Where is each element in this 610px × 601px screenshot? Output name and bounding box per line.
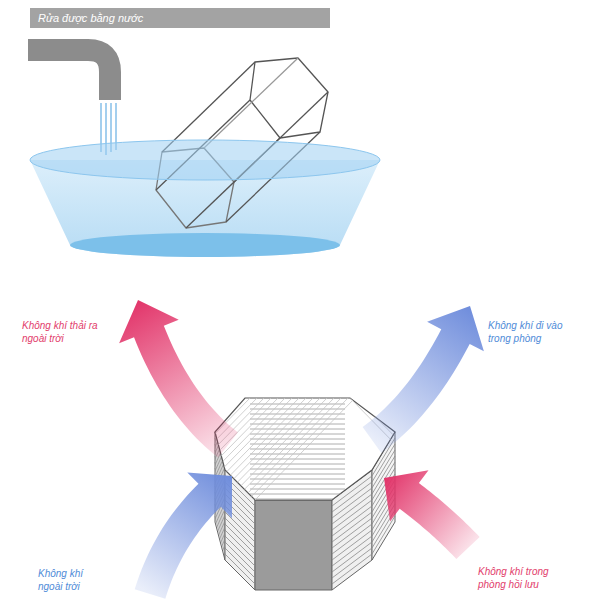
airflow-label: Không khí thải ra ngoài trời (22, 320, 102, 345)
airflow-label: Không khí trong phòng hồi lưu (478, 566, 573, 591)
basin-bottom (70, 233, 340, 257)
airflow-arrow (135, 472, 232, 598)
airflow-arrow (119, 300, 238, 458)
faucet (28, 50, 110, 100)
airflow-arrow (363, 306, 484, 453)
airflow-label: Không khí đi vào trong phòng (488, 320, 583, 345)
airflow-arrow (384, 470, 480, 559)
airflow-arrows (119, 300, 484, 599)
caption-tag: Rửa được bằng nước (30, 8, 330, 28)
basin-rim (30, 140, 380, 180)
airflow-label: Không khí ngoài trời (38, 568, 100, 593)
water-surface (30, 140, 380, 180)
caption-text: Rửa được bằng nước (38, 12, 143, 24)
